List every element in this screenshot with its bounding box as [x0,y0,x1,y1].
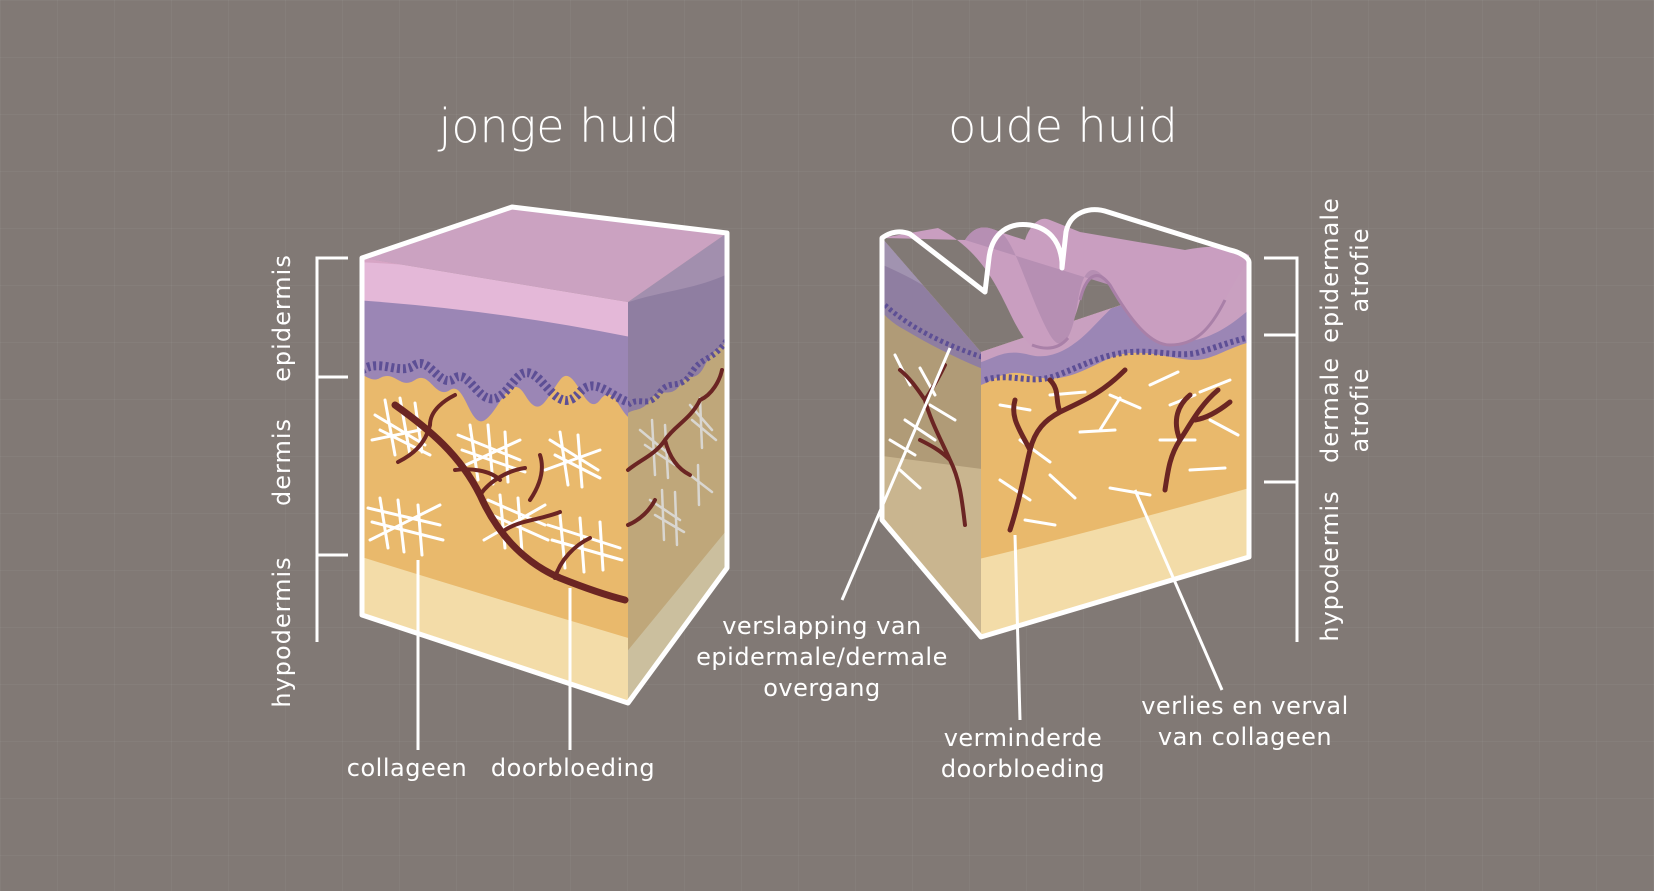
young-layer-brackets [315,256,348,642]
old-skin-block [879,207,1252,640]
label-dermal-atrophy-line2: atrofie [1346,367,1374,452]
label-junction-line1: verslapping van [722,612,922,640]
label-hypodermis-old: hypodermis [1316,490,1344,641]
title-old-skin: oude huid [948,99,1178,153]
label-epidermal-atrophy-line2: atrofie [1346,227,1374,312]
label-collagen: collageen [347,754,467,782]
young-side-collagen [638,396,718,547]
label-dermis: dermis [268,418,296,506]
old-side-face [882,238,981,637]
label-junction-line3: overgang [763,674,880,702]
label-reduced-blood-line2: doorbloeding [941,755,1105,783]
old-blood-vessels [898,363,1233,533]
label-epidermis: epidermis [268,254,296,382]
label-junction-line2: epidermale/dermale [696,643,948,671]
label-blood-flow: doorbloeding [491,754,655,782]
young-skin-block [359,204,730,706]
label-collagen-loss-line1: verlies en verval [1141,692,1349,720]
label-hypodermis: hypodermis [268,556,296,707]
young-blood-vessels [391,368,724,604]
label-epidermal-atrophy-line1: epidermale [1316,197,1344,343]
label-dermal-atrophy-line1: dermale [1316,357,1344,463]
label-collagen-loss-line2: van collageen [1158,723,1332,751]
old-layer-brackets [1264,256,1299,642]
young-collagen-fibers [366,396,624,574]
label-reduced-blood-line1: verminderde [944,724,1103,752]
title-young-skin: jonge huid [438,99,680,153]
young-side-face [628,233,727,703]
pointer-lines [416,347,1224,750]
